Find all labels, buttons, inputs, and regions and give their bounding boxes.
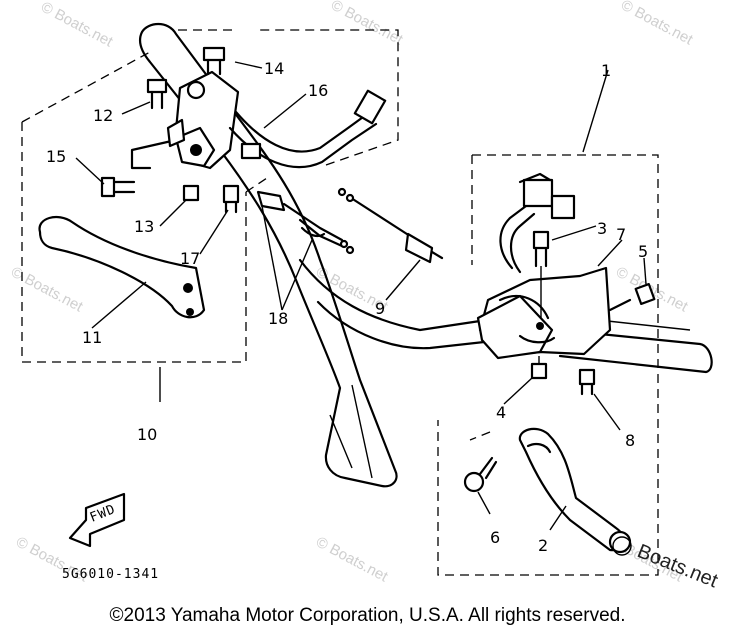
bolt-17 <box>222 184 240 214</box>
callout-2: 2 <box>538 536 548 555</box>
watermark: © Boats.net <box>613 264 691 316</box>
bolt-14 <box>202 46 226 76</box>
callout-5: 5 <box>638 242 648 261</box>
switch-cable-16 <box>228 89 387 169</box>
left-lever-group <box>21 29 399 402</box>
watermark: © Boats.net <box>618 0 696 49</box>
callout-7: 7 <box>616 225 626 244</box>
callout-1: 1 <box>601 61 611 80</box>
leader-lines <box>75 61 647 531</box>
right-lever-holder-7 <box>476 266 612 360</box>
callout-6: 6 <box>490 528 500 547</box>
callout-18: 18 <box>268 309 288 328</box>
handlebar <box>139 22 713 488</box>
brake-switch-18 <box>256 190 355 255</box>
drawing-code: 5G6010-1341 <box>62 567 159 582</box>
bolt-8 <box>578 368 596 396</box>
callout-labels: 1 2 3 4 5 6 7 8 9 10 11 12 13 14 15 16 1… <box>46 59 648 555</box>
callout-13: 13 <box>134 217 154 236</box>
left-lever-holder <box>130 70 240 170</box>
callout-11: 11 <box>82 328 102 347</box>
bolt-5 <box>608 282 656 312</box>
callout-10: 10 <box>137 425 157 444</box>
right-connector <box>499 172 576 274</box>
callout-14: 14 <box>264 59 284 78</box>
bolt-3 <box>532 230 550 318</box>
left-lever-11 <box>38 215 206 319</box>
right-lever-2 <box>518 427 632 554</box>
copyright-circle-icon <box>612 536 632 556</box>
callout-17: 17 <box>180 249 200 268</box>
watermark: © Boats.net <box>8 264 86 316</box>
bolt-15 <box>100 176 136 198</box>
bolt-6 <box>463 431 498 493</box>
copyright-notice: ©2013 Yamaha Motor Corporation, U.S.A. A… <box>109 605 626 626</box>
callout-9: 9 <box>375 299 385 318</box>
watermark: © Boats.net <box>328 0 406 49</box>
callout-16: 16 <box>308 81 328 100</box>
watermark: © Boats.net <box>313 534 391 586</box>
bolt-12 <box>146 78 168 110</box>
switch-9 <box>337 187 444 264</box>
fwd-arrow: FWD <box>68 492 126 548</box>
nut-13 <box>182 184 200 202</box>
watermark: © Boats.net <box>38 0 116 51</box>
callout-8: 8 <box>625 431 635 450</box>
nut-4 <box>530 356 548 380</box>
callout-12: 12 <box>93 106 113 125</box>
callout-15: 15 <box>46 147 66 166</box>
right-lever-group <box>437 69 659 576</box>
callout-4: 4 <box>496 403 506 422</box>
callout-3: 3 <box>597 219 607 238</box>
